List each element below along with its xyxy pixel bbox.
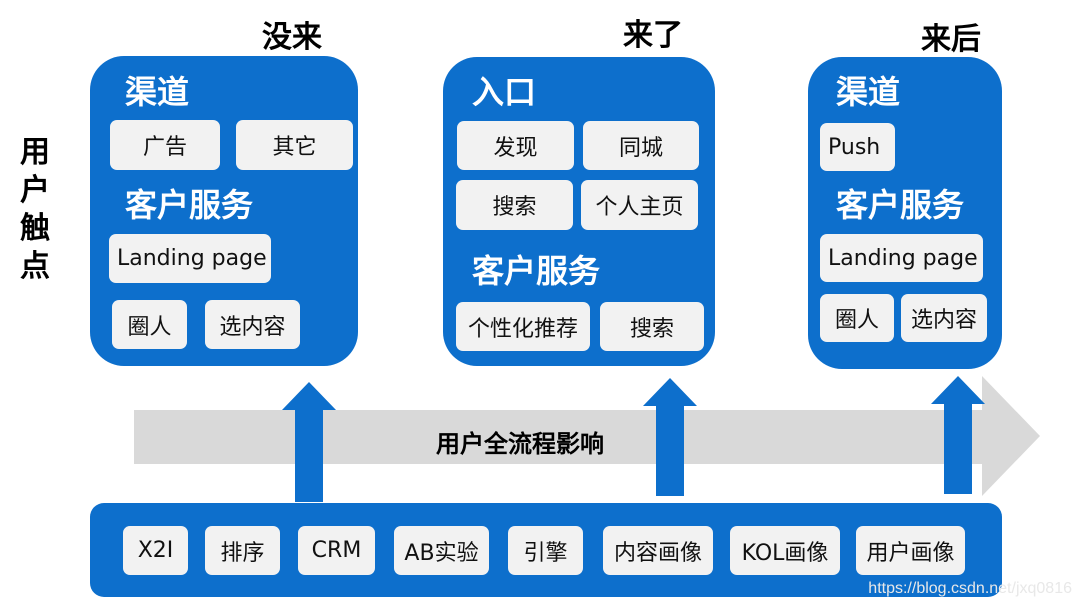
chip-engine: 引擎 [508, 526, 583, 575]
flow-label: 用户全流程影响 [436, 430, 604, 458]
section-heading-channel: 渠道 [125, 73, 190, 111]
chip-search-service: 搜索 [600, 302, 704, 351]
column-title-after: 来后 [921, 22, 981, 57]
chip-ab-test: AB实验 [394, 526, 489, 575]
up-arrow-before [282, 382, 336, 502]
chip-landing-page-2: Landing page [820, 234, 983, 282]
chip-same-city: 同城 [583, 121, 699, 170]
section-heading-entry: 入口 [472, 73, 537, 111]
chip-content-profile: 内容画像 [603, 526, 713, 575]
chip-crm: CRM [298, 526, 375, 575]
chip-landing-page: Landing page [109, 234, 271, 283]
up-arrow-during [643, 378, 697, 496]
chip-profile-page: 个人主页 [581, 180, 698, 230]
section-heading-customer-service-3: 客户服务 [836, 186, 965, 224]
chip-discover: 发现 [457, 121, 574, 170]
side-label-user-touchpoints: 用户触点 [17, 134, 53, 286]
section-heading-channel-2: 渠道 [836, 73, 901, 111]
chip-ads: 广告 [110, 120, 220, 170]
chip-user-profile: 用户画像 [856, 526, 965, 575]
column-title-during: 来了 [623, 18, 683, 53]
side-label-char: 用 [20, 135, 50, 170]
chip-content-select-2: 选内容 [901, 294, 987, 342]
chip-x2i: X2I [123, 526, 188, 575]
chip-audience-select: 圈人 [112, 300, 187, 349]
chip-other: 其它 [236, 120, 353, 170]
watermark: https://blog.csdn.net/jxq0816 [868, 580, 1072, 597]
up-arrow-after [931, 376, 985, 494]
section-heading-customer-service-2: 客户服务 [472, 252, 601, 290]
chip-kol-profile: KOL画像 [730, 526, 840, 575]
chip-audience-select-2: 圈人 [820, 294, 894, 342]
chip-content-select: 选内容 [205, 300, 300, 349]
chip-push: Push [820, 123, 895, 171]
column-title-before: 没来 [262, 20, 322, 55]
side-label-char: 触 [20, 211, 50, 246]
chip-ranking: 排序 [205, 526, 280, 575]
flow-arrow [134, 376, 1040, 496]
chip-personalized-rec: 个性化推荐 [456, 302, 590, 351]
side-label-char: 点 [20, 249, 50, 284]
chip-search-entry: 搜索 [456, 180, 573, 230]
side-label-char: 户 [20, 173, 50, 208]
section-heading-customer-service: 客户服务 [125, 186, 254, 224]
